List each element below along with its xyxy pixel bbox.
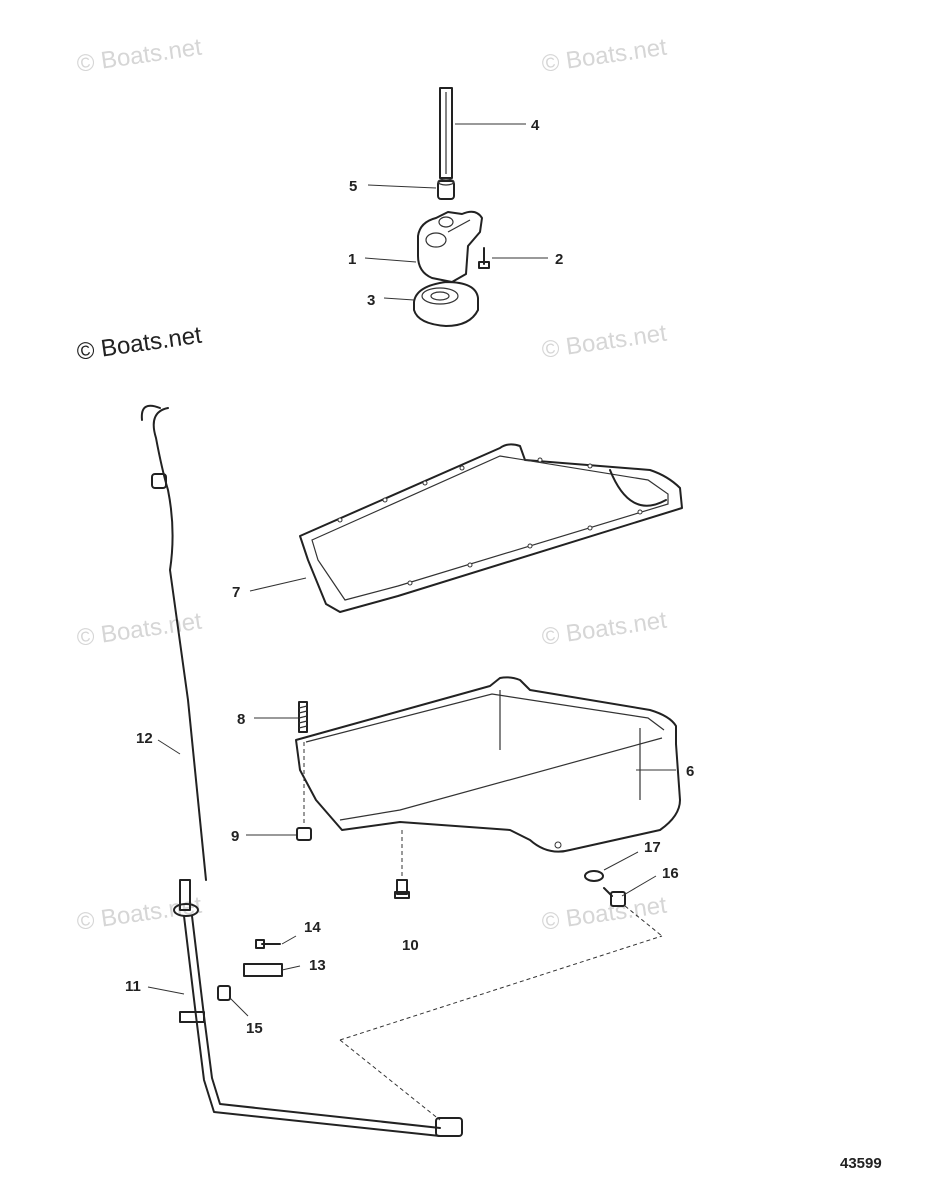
part-7-gasket [299,443,683,613]
part-12-dipstick [140,404,207,881]
part-3-pickup-screen [413,281,479,327]
callout-10: 10 [402,937,419,954]
watermark-7: © Boats.net [75,892,204,936]
watermark-8: © Boats.net [540,892,669,936]
callout-14: 14 [304,919,321,936]
watermark-5: © Boats.net [75,608,204,652]
watermark-4: © Boats.net [540,320,669,364]
part-10-bolt [394,830,410,899]
watermark-3: © Boats.net [75,322,204,366]
callout-11: 11 [125,978,141,995]
diagram-reference-number: 43599 [840,1155,882,1172]
part-2-bolt [478,247,490,269]
callout-5: 5 [349,178,357,195]
part-8-stud [298,701,308,733]
callout-2: 2 [555,251,563,268]
callout-16: 16 [662,865,679,882]
part-9-nut [296,742,312,841]
callout-8: 8 [237,711,245,728]
part-5-bushing [437,178,455,200]
callout-6: 6 [686,763,694,780]
part-15-nut [217,985,231,1001]
watermark-6: © Boats.net [540,607,669,651]
part-14-bolt [255,939,281,949]
part-17-washer [584,870,604,882]
part-16-drain-plug [603,887,626,907]
part-13-clip [243,963,283,977]
leader-lines [147,123,676,1017]
callout-17: 17 [644,839,661,856]
watermarks: © Boats.net © Boats.net © Boats.net © Bo… [75,34,669,936]
part-1-oil-pump [417,210,483,283]
callout-1: 1 [348,251,356,268]
callout-13: 13 [309,957,326,974]
callout-15: 15 [246,1020,263,1037]
callout-9: 9 [231,828,239,845]
callout-4: 4 [531,117,540,134]
callout-3: 3 [367,292,375,309]
part-11-dipstick-tube [173,879,663,1137]
part-4-shaft [439,87,453,179]
watermark-2: © Boats.net [540,34,669,78]
callouts: 4 5 1 2 3 7 8 6 12 9 17 16 10 14 13 11 1… [125,117,694,1037]
gasket-bolt-holes [337,457,643,586]
callout-12: 12 [136,730,153,747]
watermark-1: © Boats.net [75,34,204,78]
part-6-oil-pan [295,676,681,853]
callout-7: 7 [232,584,240,601]
